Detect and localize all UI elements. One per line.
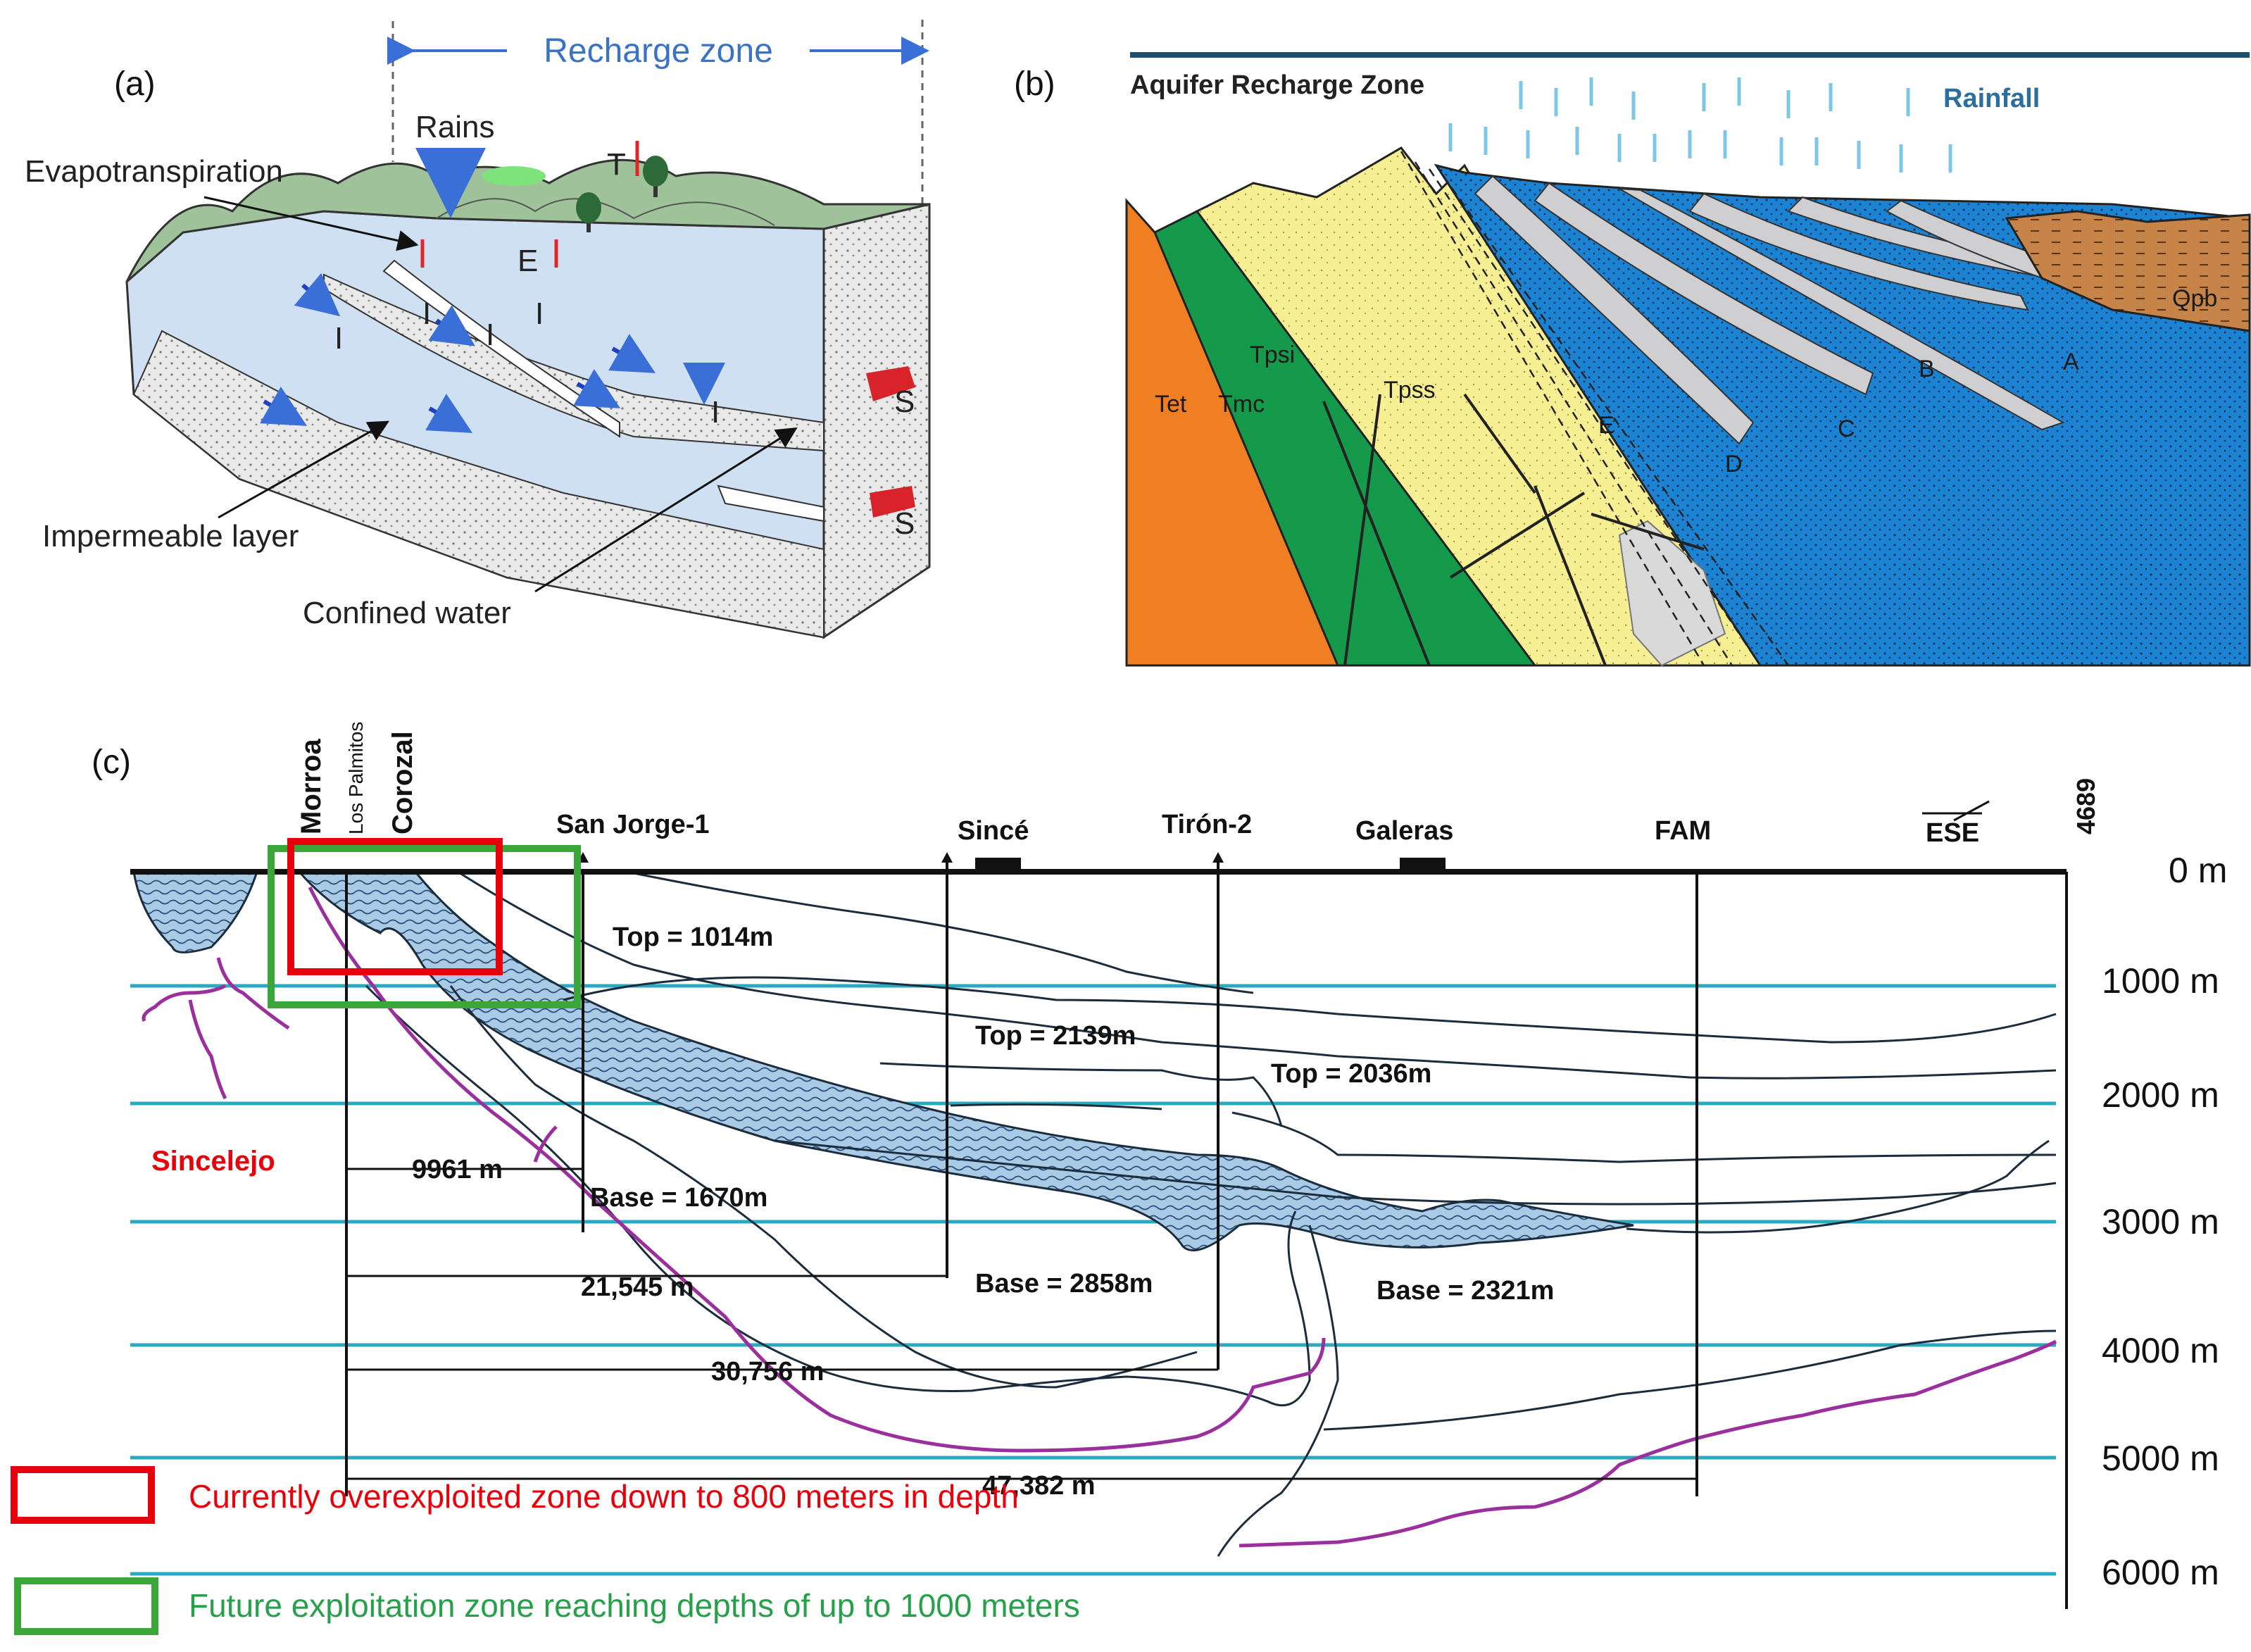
top-2036: Top = 2036m (1271, 1059, 1431, 1089)
letter-i-1: I (334, 321, 343, 356)
distance-47382: 47,382 m (982, 1471, 1096, 1501)
depth-0: 0 m (2169, 851, 2227, 890)
legend-green-swatch (14, 1577, 158, 1635)
impermeable-layer-pointer (218, 420, 390, 519)
legend: Currently overexploited zone down to 800… (11, 1466, 1080, 1635)
formation-outlines (365, 870, 2057, 1557)
distance-9961: 9961 m (412, 1155, 503, 1184)
evapotranspiration-arrows (420, 141, 639, 268)
site-morroa: Morroa (296, 739, 327, 834)
spring-outflow-icon-2 (870, 486, 915, 518)
confined-water-label: Confined water (303, 596, 511, 630)
town-marker-since (975, 858, 1021, 872)
top-2139: Top = 2139m (975, 1021, 1136, 1051)
city-sincelejo: Sincelejo (151, 1146, 275, 1177)
letter-i-4: I (535, 296, 544, 331)
letter-e-1: E (518, 244, 538, 278)
well-arrow-sance (941, 852, 953, 863)
confining-lens-2 (717, 484, 824, 522)
rainfall-label: Rainfall (1943, 84, 2040, 113)
overexploited-zone-box (287, 838, 503, 975)
distance-lines (346, 1168, 1697, 1480)
depth-5000: 5000 m (2102, 1439, 2219, 1478)
evapotranspiration-pointer (203, 196, 419, 251)
unit-label-d: D (1725, 451, 1743, 477)
town-marker-galeras (1400, 858, 1446, 872)
site-tiron: Tirón-2 (1162, 810, 1252, 839)
tree-icon (576, 156, 668, 232)
unit-label-c: C (1838, 415, 1855, 442)
legend-red-text: Currently overexploited zone down to 800… (189, 1478, 1019, 1515)
depth-6000: 6000 m (2102, 1553, 2219, 1592)
site-fam: FAM (1655, 816, 1711, 846)
panel-c-label: (c) (92, 744, 131, 781)
vegetation-patch (482, 166, 546, 186)
letter-i-3: I (486, 318, 494, 352)
letter-s-2: S (894, 506, 915, 541)
panel-b-title: Aquifer Recharge Zone (1130, 70, 1424, 100)
top-1014: Top = 1014m (613, 922, 773, 952)
letter-i-5: I (711, 395, 720, 430)
well-arrow-tiron (1212, 852, 1224, 863)
block-side-face (822, 203, 931, 639)
purple-lines (142, 886, 2057, 1548)
letter-t: T (607, 147, 626, 182)
panel-c: (c) (92, 722, 2227, 1609)
panel-b-label: (b) (1014, 65, 1055, 103)
aquifer-sincelejo (132, 870, 259, 953)
unit-label-tmc: Tmc (1218, 391, 1265, 418)
depth-1000: 1000 m (2102, 961, 2219, 1001)
panel-a: (a) Recharge zone Rains (25, 20, 931, 639)
fractures (1322, 393, 1705, 666)
site-ese: ESE (1926, 818, 1979, 848)
site-san-jorge: San Jorge-1 (556, 810, 710, 839)
site-since: Sincé (958, 816, 1029, 846)
letter-s-1: S (894, 384, 915, 419)
section-id: 4689 (2071, 778, 2100, 834)
unit-label-tpss: Tpss (1384, 377, 1436, 403)
recharge-zone-label: Recharge zone (544, 32, 773, 70)
legend-red-swatch (11, 1466, 155, 1524)
impermeable-layer-label: Impermeable layer (42, 519, 299, 553)
base-2858: Base = 2858m (975, 1269, 1153, 1299)
evapotranspiration-label: Evapotranspiration (25, 154, 283, 189)
panel-b: (b) Aquifer Recharge Zone Rainfall (1014, 52, 2251, 667)
ese-arrow-head (1953, 800, 1990, 822)
unit-label-e: E (1598, 412, 1614, 439)
rains-label: Rains (415, 110, 495, 144)
fault-lines (1400, 151, 1790, 666)
unit-label-tet: Tet (1155, 391, 1187, 418)
future-zone-box (268, 845, 581, 1008)
site-los-palmitos: Los Palmitos (345, 722, 367, 834)
aquifer-main (296, 870, 1634, 1252)
breccia-block (1618, 520, 1726, 667)
site-corozal: Corozal (387, 731, 418, 834)
base-2321: Base = 2321m (1377, 1276, 1554, 1306)
site-galeras: Galeras (1355, 816, 1453, 846)
depth-4000: 4000 m (2102, 1331, 2219, 1370)
confined-water-pointer (534, 427, 798, 593)
unit-label-qpb: Qpb (2172, 285, 2217, 312)
distance-30756: 30,756 m (711, 1357, 824, 1387)
base-1670: Base = 1670m (590, 1183, 767, 1213)
distance-21545: 21,545 m (581, 1272, 694, 1302)
unit-label-a: A (2063, 349, 2079, 375)
panel-a-label: (a) (114, 65, 156, 103)
depth-2000: 2000 m (2102, 1075, 2219, 1115)
depth-gridlines (130, 984, 2056, 1576)
flow-arrows (260, 273, 725, 433)
legend-green-text: Future exploitation zone reaching depths… (189, 1587, 1080, 1624)
letter-i-2: I (422, 296, 431, 331)
spring-outflow-icon (866, 366, 915, 401)
unit-label-b: B (1919, 356, 1935, 382)
unit-label-tpsi: Tpsi (1250, 342, 1295, 368)
rainfall-icon (1448, 77, 1952, 173)
unit-qpb (2005, 210, 2251, 332)
depth-3000: 3000 m (2102, 1202, 2219, 1241)
wells (345, 863, 2068, 1609)
